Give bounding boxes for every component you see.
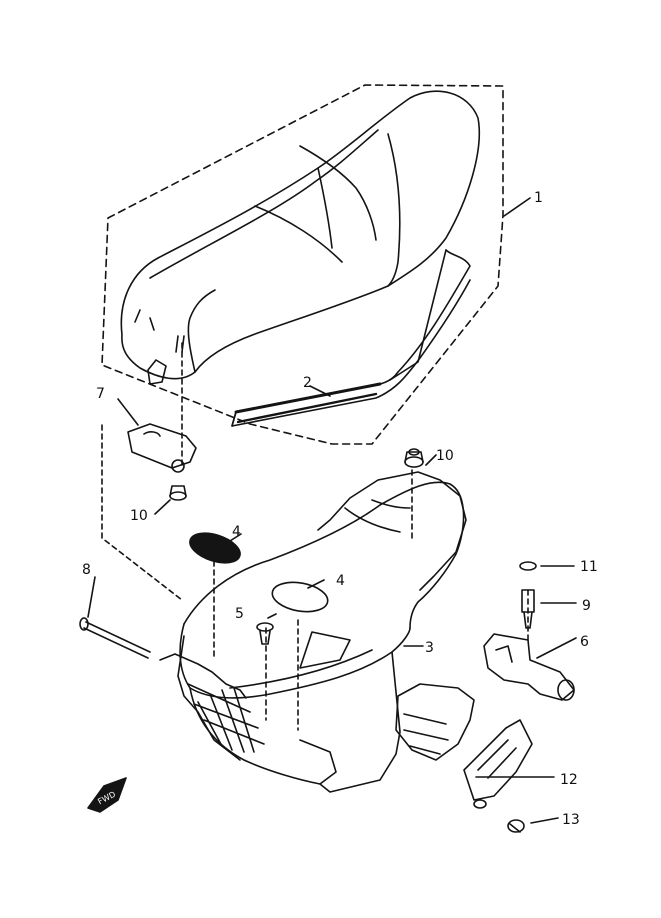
bolt-washer-left	[169, 485, 187, 501]
lock-unit	[483, 633, 575, 701]
screw-part-13	[473, 799, 525, 833]
callout-8: 8	[82, 562, 91, 578]
callout-10a: 10	[130, 508, 148, 524]
cover-bracket	[395, 683, 533, 801]
callout-1: 1	[534, 190, 543, 206]
callout-4a: 4	[232, 524, 241, 540]
seat-assembly-dashed-outline	[101, 84, 504, 445]
callout-10b: 10	[436, 448, 454, 464]
callout-2: 2	[303, 375, 312, 391]
fitting-part-9	[521, 589, 535, 629]
leader-lines	[87, 197, 577, 824]
hinge-bracket	[127, 423, 197, 473]
locator-lines	[101, 342, 529, 731]
nut-top-right	[404, 448, 424, 468]
long-bolt	[79, 617, 151, 659]
grommet	[519, 561, 537, 571]
callout-12: 12	[560, 772, 578, 788]
seat-trim-rail	[231, 249, 471, 427]
callout-4b: 4	[336, 573, 345, 589]
callout-9: 9	[582, 598, 591, 614]
foam-pad-right	[271, 581, 329, 613]
screw-part-5	[256, 622, 274, 645]
callout-7: 7	[96, 386, 105, 402]
callout-5: 5	[235, 606, 244, 622]
seat	[120, 90, 481, 380]
callout-13: 13	[562, 812, 580, 828]
callout-3: 3	[425, 640, 434, 656]
seat-hinge-tab	[147, 359, 167, 385]
front-arrow-badge	[87, 777, 127, 813]
storage-box	[159, 471, 467, 793]
callout-6: 6	[580, 634, 589, 650]
foam-pad-left	[189, 532, 241, 564]
callout-11: 11	[580, 559, 598, 575]
